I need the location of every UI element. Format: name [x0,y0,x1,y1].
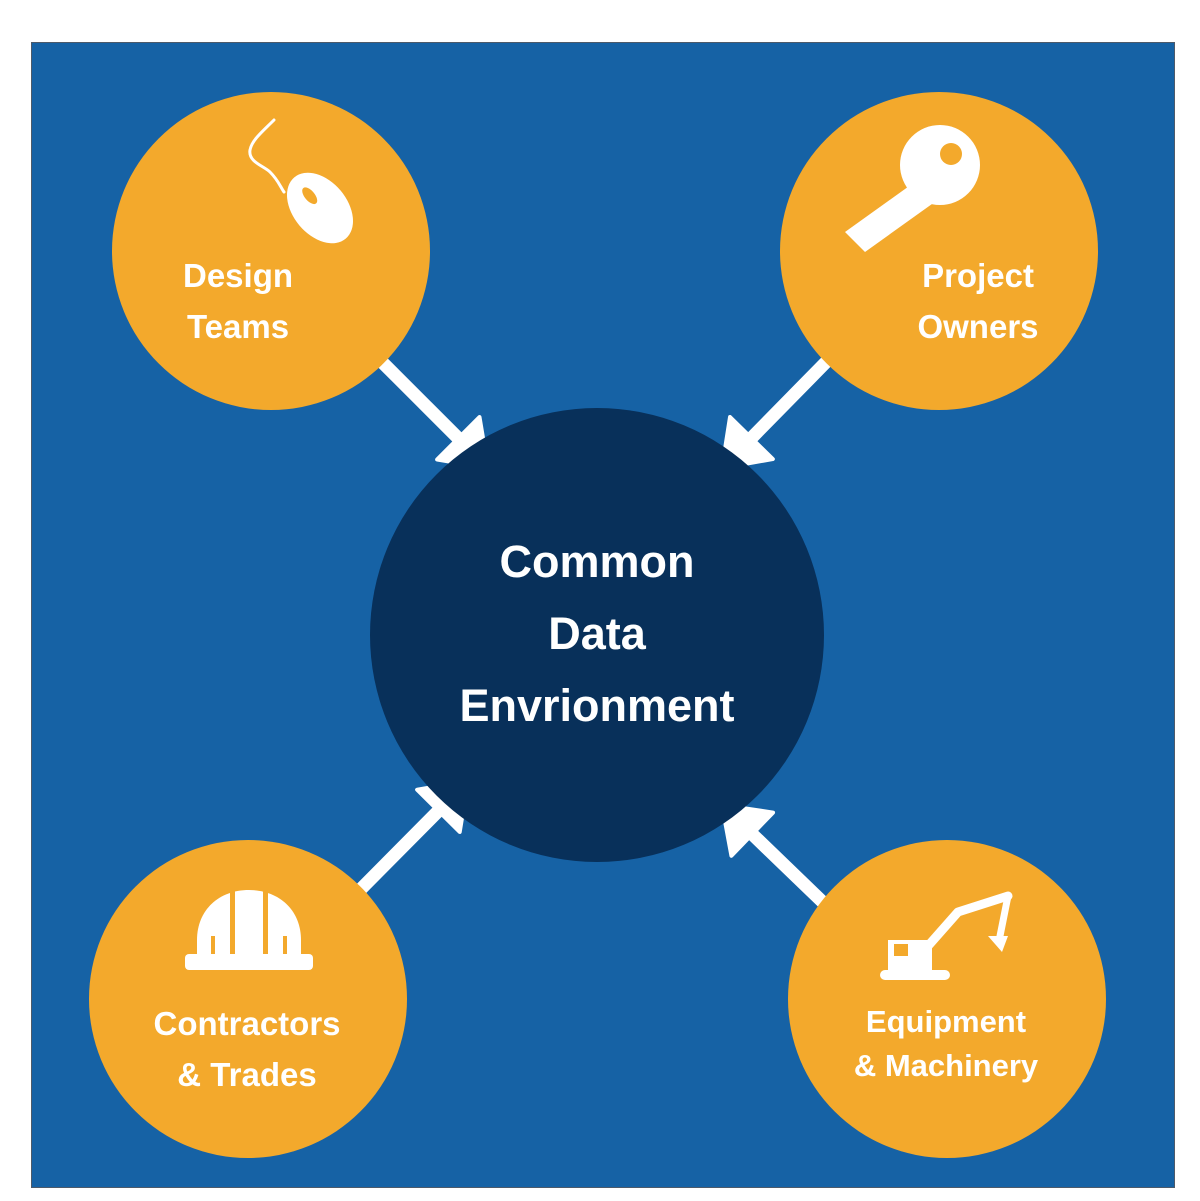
arrow-equipment-machinery-to-center [720,803,841,920]
node-label: Equipment & Machinery [853,1004,1039,1083]
node-equipment-machinery: Equipment & Machinery [788,840,1106,1158]
node-label: Contractors & Trades [153,1005,341,1093]
computer-mouse-icon [248,118,353,244]
hard-hat-icon [185,890,313,970]
node-label: Project Owners [917,257,1039,345]
node-design-teams: Design Teams [112,92,430,410]
node-project-owners: Project Owners [780,92,1098,410]
center-node-label: Common Data Envrionment [459,536,735,731]
key-icon [845,125,980,252]
node-label: Design Teams [182,257,294,345]
excavator-icon [880,891,1013,980]
center-node-common-data-environment: Common Data Envrionment [370,408,824,862]
node-contractors-trades: Contractors & Trades [89,840,407,1158]
